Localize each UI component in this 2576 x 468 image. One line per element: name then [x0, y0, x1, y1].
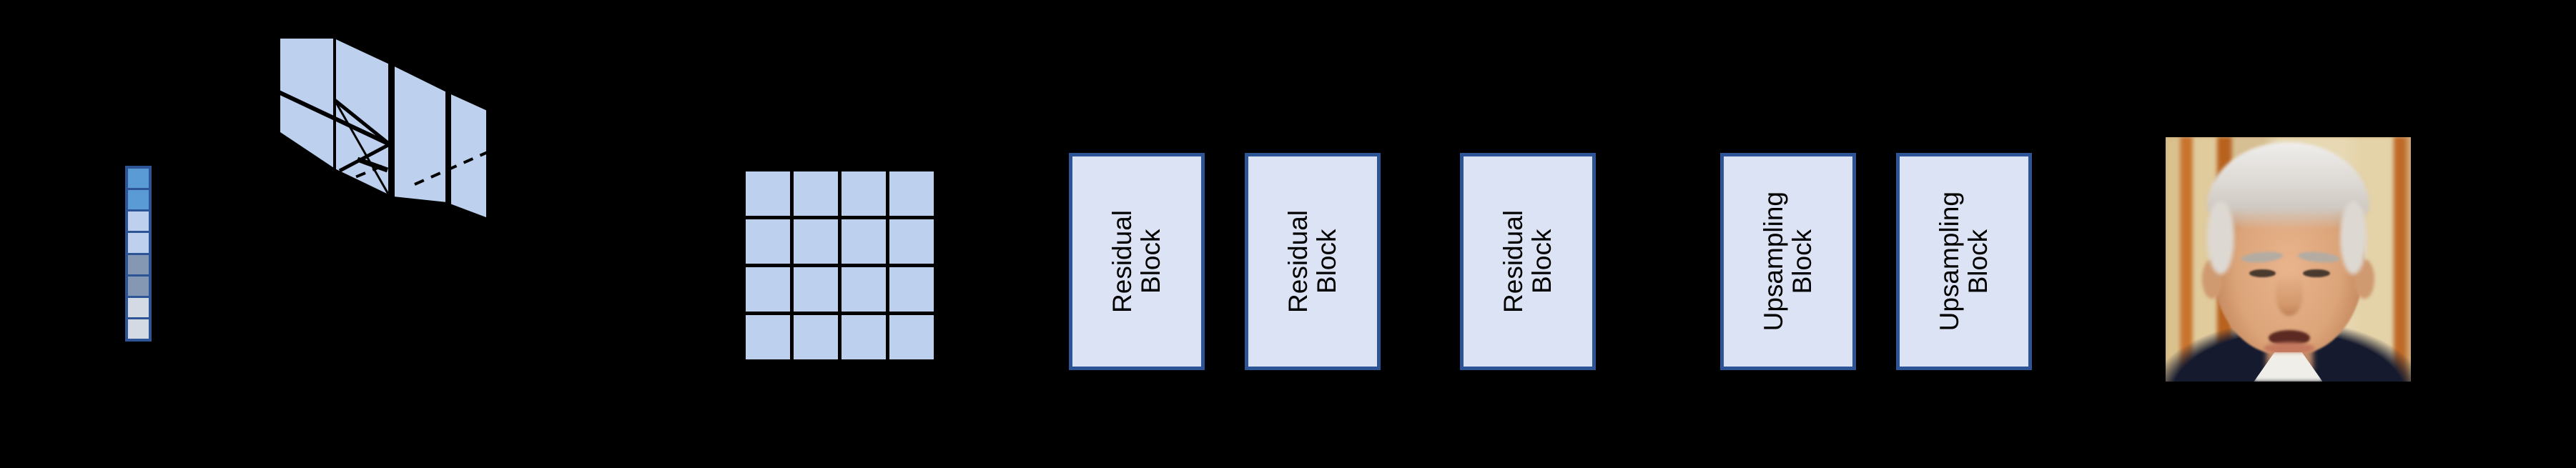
feature-map-cell — [889, 267, 934, 312]
perspective-row-divider — [277, 90, 391, 146]
feature-map-cell — [842, 267, 886, 312]
perspective-cell — [333, 34, 391, 199]
feature-map-cell — [889, 315, 934, 359]
latent-vector-cell — [128, 211, 149, 231]
upsampling-block-2[interactable]: Upsampling Block — [1896, 153, 2032, 370]
generated-portrait — [2166, 137, 2411, 382]
residual-block-2-label: Residual Block — [1283, 210, 1341, 313]
latent-vector-cell — [128, 169, 149, 189]
latent-vector-cell — [128, 190, 149, 210]
portrait-sideburn-right — [2339, 200, 2367, 274]
feature-map-cell — [746, 315, 790, 359]
perspective-cells — [277, 34, 489, 221]
perspective-feature-volume — [273, 29, 495, 225]
feature-map-cell — [794, 219, 838, 264]
latent-vector — [125, 166, 152, 342]
latent-vector-cell — [128, 254, 149, 274]
portrait-eye-left — [2249, 269, 2276, 278]
latent-vector-cell — [128, 276, 149, 296]
feature-map-cell — [842, 315, 886, 359]
portrait-mouth — [2269, 330, 2311, 347]
portrait-eye-right — [2303, 269, 2330, 278]
portrait-nose — [2276, 274, 2304, 316]
latent-vector-cell — [128, 297, 149, 317]
portrait-lower-lip — [2264, 342, 2316, 355]
feature-map-cell — [746, 219, 790, 264]
feature-map-cell — [746, 171, 790, 216]
upsampling-block-2-label: Upsampling Block — [1935, 191, 1993, 332]
perspective-trace-line — [333, 99, 393, 173]
feature-map-cell — [842, 219, 886, 264]
feature-map-cell — [746, 267, 790, 312]
feature-map-cell — [889, 219, 934, 264]
residual-block-2[interactable]: Residual Block — [1245, 153, 1381, 370]
perspective-grid-svg — [277, 34, 489, 221]
feature-map-cell — [794, 267, 838, 312]
feature-map-grid — [746, 171, 934, 359]
perspective-trace-line — [333, 99, 391, 197]
residual-block-1-label: Residual Block — [1107, 210, 1165, 313]
residual-block-3-label: Residual Block — [1499, 210, 1556, 313]
perspective-arrow — [356, 156, 389, 173]
feature-map-cell — [794, 315, 838, 359]
latent-vector-cell — [128, 233, 149, 253]
feature-map-cell — [889, 171, 934, 216]
residual-block-1[interactable]: Residual Block — [1069, 153, 1205, 370]
upsampling-block-1-label: Upsampling Block — [1759, 191, 1817, 332]
residual-block-3[interactable]: Residual Block — [1460, 153, 1596, 370]
feature-map-cell — [794, 171, 838, 216]
feature-map-cell — [842, 171, 886, 216]
portrait-sideburn-left — [2207, 200, 2235, 274]
perspective-cell — [392, 61, 448, 206]
upsampling-block-1[interactable]: Upsampling Block — [1720, 153, 1856, 370]
latent-vector-cell — [128, 319, 149, 339]
perspective-hidden-edge — [414, 151, 488, 186]
